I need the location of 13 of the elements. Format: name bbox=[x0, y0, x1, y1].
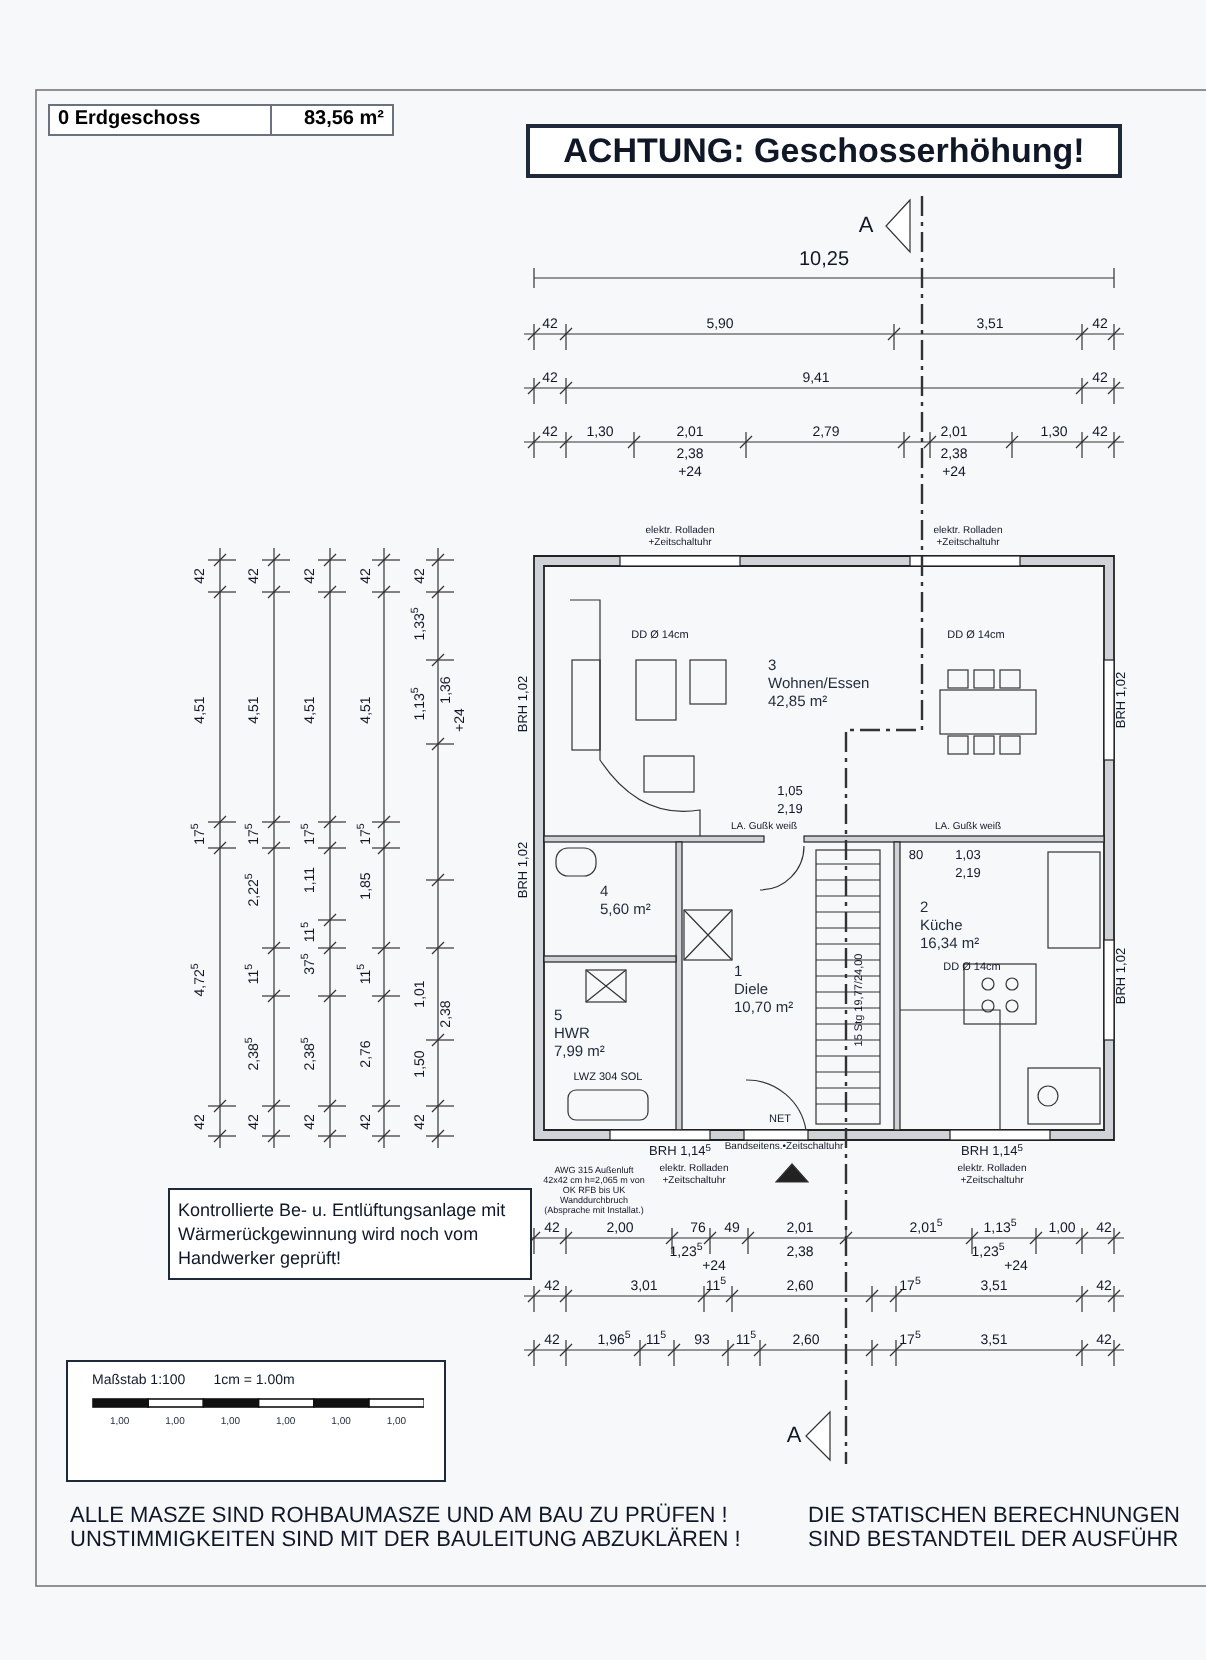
section-label: A bbox=[858, 213, 874, 239]
note-box bbox=[168, 1188, 532, 1280]
footer-note: ALLE MASZE SIND ROHBAUMASZE UND AM BAU ZU PRÜFEN ! UNSTIMMIGKEITEN SIND MIT DER BAULEITUNG ABZUKLÄREN ! bbox=[70, 1504, 743, 1553]
scale-box bbox=[66, 1360, 446, 1482]
warning-text: ACHTUNG: Geschosserhöhung! bbox=[563, 134, 1085, 168]
table-cell-text: 0 Erdgeschoss bbox=[56, 106, 203, 134]
warning-box bbox=[526, 124, 1122, 178]
dimension-label: 10,25 bbox=[798, 249, 850, 271]
table-cell: 83,56 m² bbox=[270, 106, 392, 134]
section-label: A bbox=[786, 1423, 802, 1449]
footer-note: DIE STATISCHEN BERECHNUNGEN SIND BESTANDTEIL DER AUSFÜHR bbox=[808, 1504, 1183, 1553]
note-text: Kontrollierte Be- u. Entlüftungsanlage mit Wärmerückgewinnung wird noch vom Handwerker geprüft! bbox=[178, 1198, 508, 1270]
header-table bbox=[48, 104, 394, 136]
